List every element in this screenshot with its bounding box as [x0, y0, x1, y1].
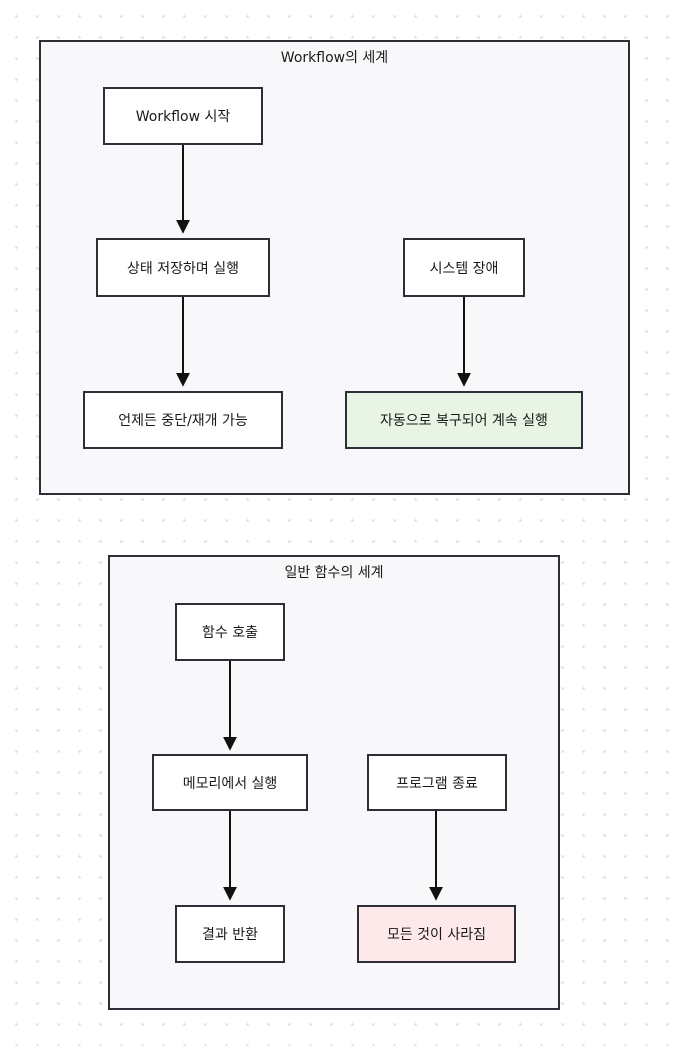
- node-workflow-start: Workflow 시작: [103, 87, 263, 145]
- workflow-world-title: Workflow의 세계: [280, 50, 389, 66]
- node-function-call: 함수 호출: [175, 603, 285, 661]
- node-run-in-memory: 메모리에서 실행: [152, 754, 308, 811]
- node-run-with-state: 상태 저장하며 실행: [96, 238, 270, 297]
- node-program-exit: 프로그램 종료: [367, 754, 507, 811]
- node-auto-recover: 자동으로 복구되어 계속 실행: [345, 391, 583, 449]
- node-system-failure: 시스템 장애: [403, 238, 525, 297]
- function-world-title: 일반 함수의 세계: [284, 565, 384, 581]
- node-pause-resume: 언제든 중단/재개 가능: [83, 391, 283, 449]
- node-return-result: 결과 반환: [175, 905, 285, 963]
- node-all-lost: 모든 것이 사라짐: [357, 905, 516, 963]
